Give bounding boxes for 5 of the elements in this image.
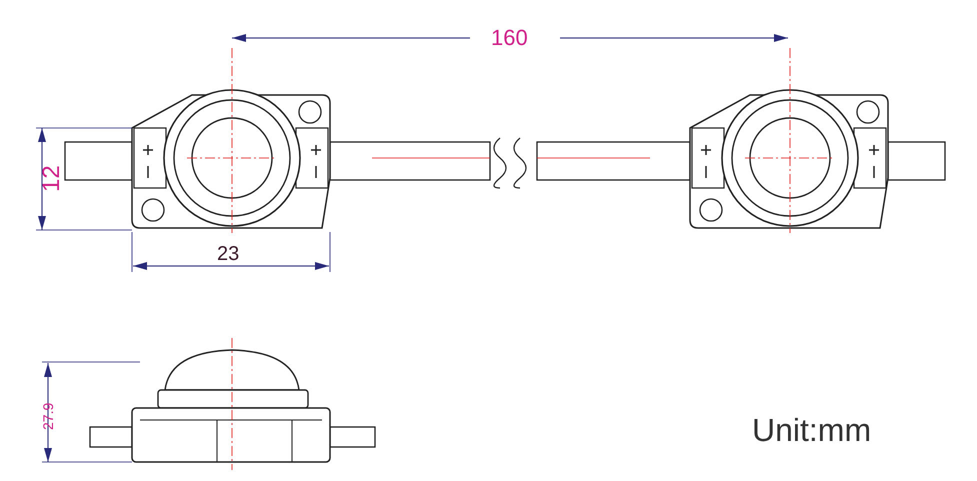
unit-note: Unit:mm — [752, 414, 872, 446]
dimension-label: 27.9 — [41, 402, 55, 430]
dimension-label: 23 — [217, 244, 240, 264]
dimension-label: 160 — [491, 27, 528, 49]
dimension-label: 12 — [40, 165, 64, 192]
